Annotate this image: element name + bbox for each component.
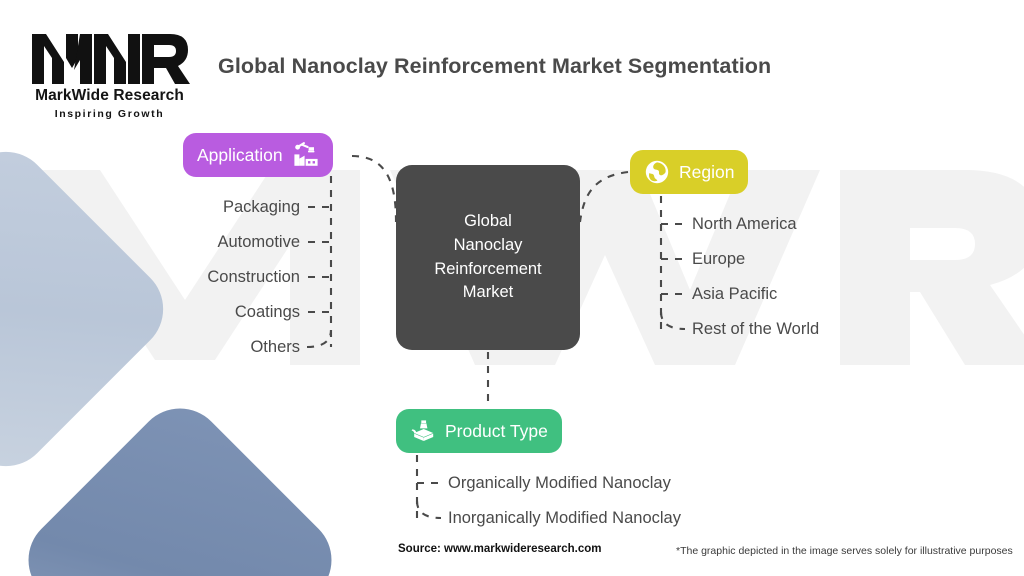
- center-line-1: Global: [464, 211, 512, 230]
- branch-badge-application[interactable]: Application: [183, 133, 333, 177]
- branch-badge-region[interactable]: Region: [630, 150, 749, 194]
- logo-company-name: MarkWide Research: [35, 87, 184, 104]
- leaf-region-4[interactable]: Rest of the World: [692, 320, 820, 338]
- brand-logo: MarkWide Research Inspiring Growth: [22, 28, 197, 120]
- connector-application-to-center: [351, 154, 398, 223]
- logo-tagline: Inspiring Growth: [54, 108, 165, 120]
- center-line-4: Market: [462, 283, 514, 302]
- center-node-label: Global Nanoclay Reinforcement Market: [434, 210, 541, 306]
- globe-icon: [644, 159, 670, 185]
- branch-badge-product-type-label: Product Type: [445, 420, 548, 441]
- leaf-product-2[interactable]: Inorganically Modified Nanoclay: [448, 509, 681, 527]
- branch-badge-application-label: Application: [197, 144, 283, 165]
- leaf-region-2[interactable]: Europe: [692, 250, 746, 268]
- leaf-application-1[interactable]: Packaging: [222, 198, 300, 216]
- source-label[interactable]: Source: www.markwideresearch.com: [398, 543, 602, 555]
- disclaimer-text: *The graphic depicted in the image serve…: [676, 545, 1013, 557]
- leaf-application-3[interactable]: Construction: [207, 268, 300, 286]
- branch-badge-product-type[interactable]: Product Type: [396, 409, 562, 453]
- center-line-2: Nanoclay: [453, 235, 523, 254]
- center-node[interactable]: Global Nanoclay Reinforcement Market: [396, 165, 580, 350]
- leaf-region-3[interactable]: Asia Pacific: [692, 285, 778, 303]
- leaf-application-4[interactable]: Coatings: [234, 303, 300, 321]
- stub-application-5: [306, 329, 333, 349]
- leaf-application-5[interactable]: Others: [250, 338, 300, 356]
- factory-robot-arm-icon: [293, 142, 319, 168]
- connector-region-to-center: [578, 170, 629, 223]
- branch-badge-region-label: Region: [679, 161, 735, 182]
- leaf-application-2[interactable]: Automotive: [217, 233, 300, 251]
- center-line-3: Reinforcement: [434, 259, 542, 278]
- leaf-region-1[interactable]: North America: [692, 215, 797, 233]
- leaf-product-1[interactable]: Organically Modified Nanoclay: [448, 474, 671, 492]
- page-title: Global Nanoclay Reinforcement Market Seg…: [218, 54, 772, 78]
- product-box-layers-icon: [410, 418, 436, 444]
- mwr-monogram-icon: [31, 34, 190, 84]
- stub-region-4: [659, 311, 686, 331]
- stub-product-2: [415, 500, 442, 520]
